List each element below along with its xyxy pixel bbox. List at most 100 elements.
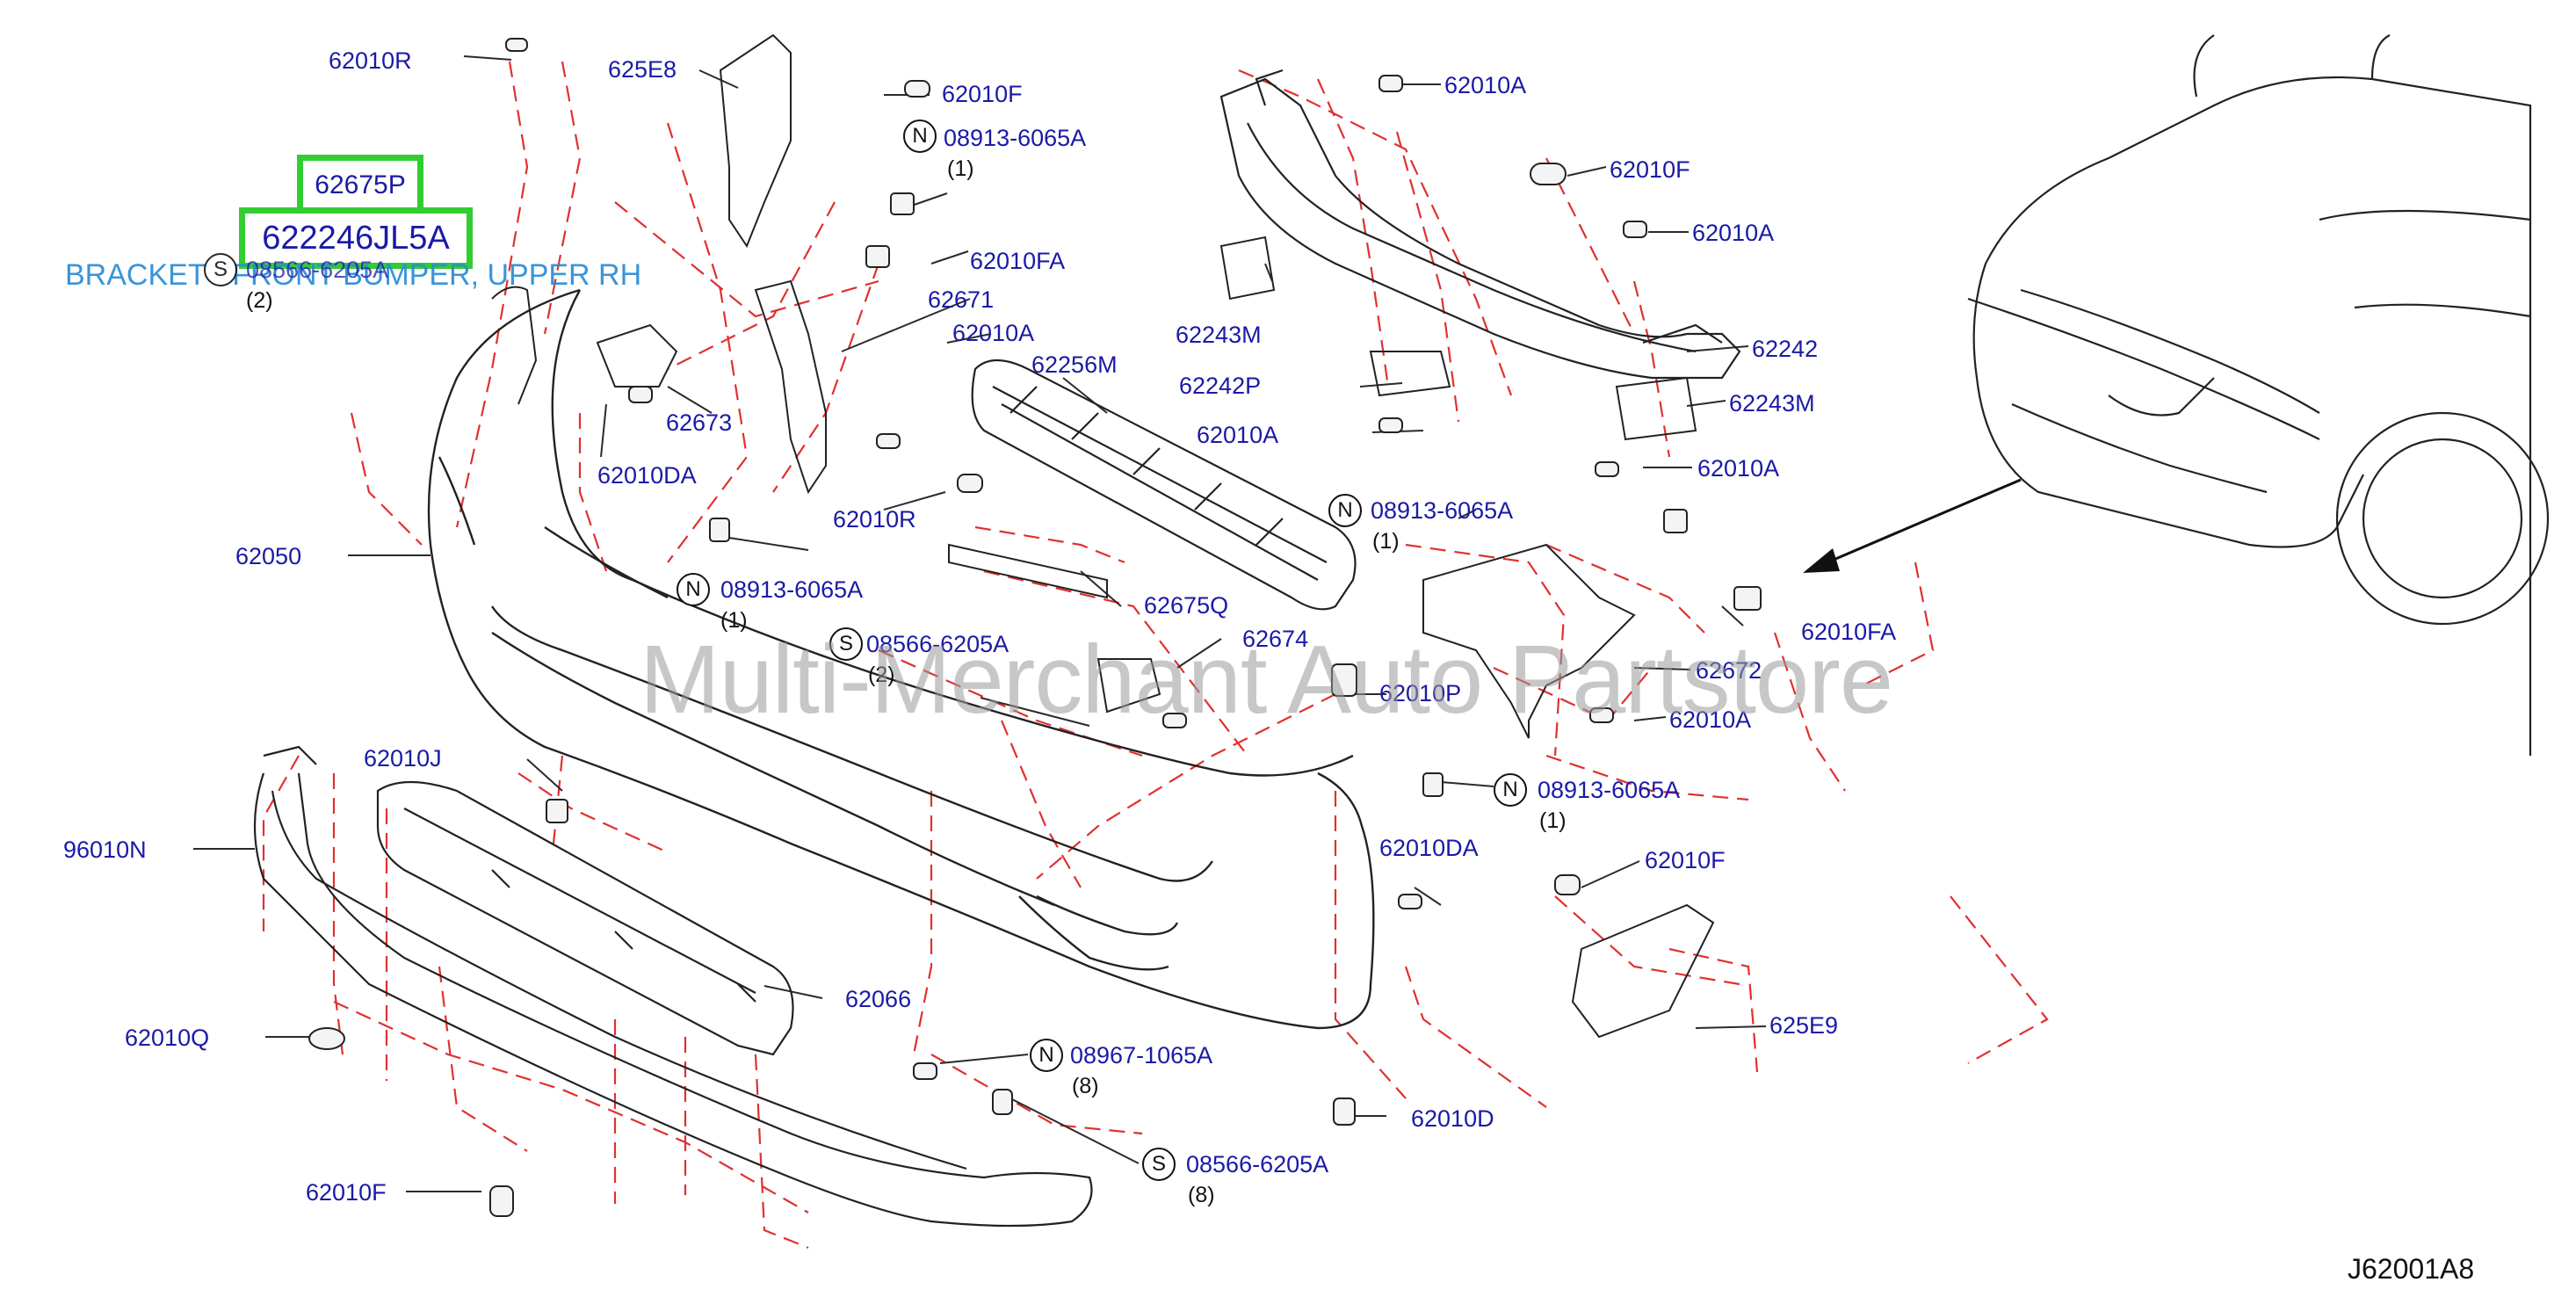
- bracket-62243m-right: [1615, 376, 1697, 441]
- bolt-62673: [628, 386, 653, 403]
- label-08913-a[interactable]: 08913-6065A: [944, 125, 1087, 151]
- label-62242[interactable]: 62242: [1752, 336, 1819, 362]
- watermark: Multi-Merchant Auto Partstore: [640, 626, 1893, 734]
- label-62010a-r3[interactable]: 62010A: [1197, 422, 1279, 448]
- label-62050[interactable]: 62050: [235, 543, 302, 569]
- lower-lip-96010N: [253, 745, 1093, 1228]
- label-62674[interactable]: 62674: [1242, 626, 1309, 652]
- qty-08913-d: (1): [1539, 808, 1567, 833]
- vehicle-locator-sketch: [1967, 34, 2550, 756]
- clip-62010f-bot: [489, 1185, 514, 1217]
- nut-08913-c: [1663, 509, 1688, 533]
- clip-62010f-r: [1554, 874, 1581, 895]
- bolt-62010a-r1: [1378, 75, 1403, 92]
- clip-62010fa-a: [865, 245, 890, 268]
- label-62675q[interactable]: 62675Q: [1144, 592, 1229, 619]
- label-62010d[interactable]: 62010D: [1411, 1105, 1494, 1132]
- label-62010f-a[interactable]: 62010F: [942, 81, 1023, 107]
- screw-08566-c: [992, 1089, 1013, 1115]
- label-62010r-mid[interactable]: 62010R: [833, 506, 916, 532]
- bumper-fascia-62050: [427, 288, 1375, 1030]
- label-62010da-a[interactable]: 62010DA: [597, 462, 697, 489]
- label-08566-c[interactable]: 08566-6205A: [1186, 1151, 1329, 1177]
- qty-08566-a: (2): [246, 288, 273, 313]
- clip-62010r-mid: [957, 474, 983, 493]
- bolt-62010a-r3: [1378, 417, 1403, 433]
- badge-08913-b: N: [677, 573, 710, 606]
- fasteners: [308, 38, 1762, 1217]
- label-62010q[interactable]: 62010Q: [125, 1025, 210, 1051]
- bolt-62010a-r2: [1623, 221, 1647, 238]
- label-62243m-a[interactable]: 62243M: [1176, 322, 1262, 348]
- bracket-625e8: [719, 33, 792, 249]
- brackets: [491, 33, 1715, 1039]
- badge-08566-a: S: [204, 253, 237, 286]
- bracket-62675q: [948, 543, 1108, 599]
- qty-08913-a: (1): [947, 156, 974, 181]
- label-62010fa-a[interactable]: 62010FA: [970, 248, 1066, 274]
- qty-08967: (8): [1072, 1074, 1099, 1098]
- bolt-62010d: [1333, 1098, 1356, 1126]
- bracket-62674: [1096, 658, 1161, 714]
- label-62010da-b[interactable]: 62010DA: [1379, 835, 1479, 861]
- label-62010fa-b[interactable]: 62010FA: [1801, 619, 1897, 645]
- bolt-62010a-r5: [1589, 707, 1614, 723]
- label-62010j[interactable]: 62010J: [364, 745, 442, 772]
- label-62010a-r2[interactable]: 62010A: [1692, 220, 1775, 246]
- label-62010f-bot[interactable]: 62010F: [306, 1179, 387, 1206]
- bolt-62010a-mid: [876, 433, 901, 449]
- label-08566-b[interactable]: 08566-6205A: [866, 631, 1009, 657]
- nut-08967: [913, 1062, 937, 1080]
- label-62243m-b[interactable]: 62243M: [1729, 390, 1815, 417]
- label-08913-c[interactable]: 08913-6065A: [1371, 497, 1514, 524]
- label-62010a-r5[interactable]: 62010A: [1669, 706, 1752, 733]
- dashed-guide-lines: [262, 61, 2049, 1250]
- label-62010p[interactable]: 62010P: [1379, 680, 1462, 706]
- label-62242p[interactable]: 62242P: [1179, 373, 1262, 399]
- highlight-part-62675p-text: 62675P: [315, 170, 406, 199]
- label-08913-d[interactable]: 08913-6065A: [1538, 777, 1681, 803]
- bracket-62671: [754, 279, 827, 495]
- label-08967[interactable]: 08967-1065A: [1070, 1042, 1213, 1069]
- qty-08566-b: (2): [868, 663, 895, 687]
- bracket-62242p: [1369, 351, 1451, 397]
- nut-08913-a: [890, 192, 915, 215]
- label-62010a-r1[interactable]: 62010A: [1444, 72, 1527, 98]
- label-62066[interactable]: 62066: [845, 986, 912, 1012]
- qty-08913-b: (1): [720, 608, 748, 633]
- bracket-62243m-left: [1219, 235, 1276, 301]
- highlight-part-622246jl5a[interactable]: 622246JL5A: [239, 207, 473, 269]
- label-62010r-top[interactable]: 62010R: [329, 47, 412, 74]
- clip-62010f-a: [904, 80, 930, 98]
- screw-62674: [1162, 713, 1187, 728]
- selected-part-caption: BRACKET - FRONT BUMPER, UPPER RH: [65, 258, 642, 292]
- highlight-part-62675p[interactable]: 62675P: [297, 155, 423, 216]
- bracket-625e9: [1571, 903, 1715, 1039]
- label-62010a-mid[interactable]: 62010A: [952, 320, 1035, 346]
- bracket-62673: [596, 323, 678, 388]
- bracket-622246jl5a: [491, 286, 538, 405]
- clip-62010fa-b: [1733, 586, 1762, 611]
- clip-62010r-top: [505, 38, 528, 52]
- label-62671[interactable]: 62671: [928, 286, 995, 313]
- nut-08913-d: [1422, 772, 1444, 797]
- label-08566-a[interactable]: 08566-6205A: [246, 257, 389, 283]
- label-62010f-b[interactable]: 62010F: [1610, 156, 1690, 183]
- label-08913-b[interactable]: 08913-6065A: [720, 576, 864, 603]
- diagram-code: J62001A8: [2348, 1253, 2475, 1285]
- label-62256m[interactable]: 62256M: [1031, 351, 1118, 378]
- label-62672[interactable]: 62672: [1696, 657, 1762, 684]
- label-96010n[interactable]: 96010N: [63, 837, 147, 863]
- reinforcement-62242: [1219, 69, 1741, 380]
- label-62673[interactable]: 62673: [666, 409, 733, 436]
- badge-08913-d: N: [1494, 773, 1527, 807]
- label-625e9[interactable]: 625E9: [1769, 1012, 1839, 1039]
- label-62010f-r[interactable]: 62010F: [1645, 847, 1726, 873]
- nut-62010j: [546, 799, 568, 823]
- badge-08913-c: N: [1328, 494, 1362, 527]
- label-625e8[interactable]: 625E8: [608, 56, 677, 83]
- badge-08967: N: [1030, 1039, 1063, 1072]
- label-62010a-r4[interactable]: 62010A: [1697, 455, 1780, 482]
